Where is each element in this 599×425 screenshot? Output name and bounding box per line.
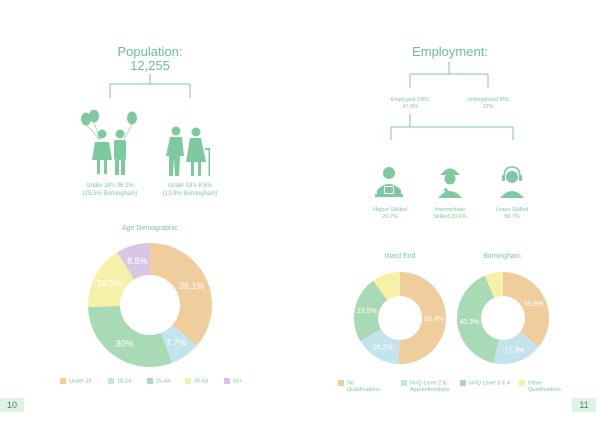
donut-slice (398, 272, 446, 364)
lower-skilled-label: Lower Skilled (495, 207, 529, 213)
qual-legend-label: Other (528, 380, 542, 387)
higher-skilled-stat: Higher Skilled 20.7% (360, 207, 420, 221)
elderly-icon (166, 126, 210, 176)
employment-title: Employment: (412, 44, 488, 59)
donut-slice (160, 324, 197, 363)
age-legend-label: Under 18 (69, 378, 92, 385)
slice-label: 50.4% (424, 316, 444, 323)
age-legend-label: 65+ (233, 378, 243, 385)
qual-legend-item: NVQ Level 2 & Apprenticeships (401, 380, 449, 394)
age-legend-item: Under 18 (60, 378, 92, 385)
ward-end-chart: 50.4% 16.2% 23.5% (354, 272, 446, 364)
legend-swatch (147, 378, 153, 384)
slice-label: 36.1% (179, 281, 205, 291)
donut-slice (150, 243, 212, 346)
legend-swatch (460, 380, 466, 386)
age-legend-label: 18-24 (117, 378, 132, 385)
skill-tree-lines (390, 114, 514, 140)
unemployed-stat: Unemployed 458 12% (453, 97, 523, 111)
legend-swatch (338, 380, 344, 386)
over65-line1: Under 18's 8.6% (167, 183, 213, 189)
intermediate-skilled-percent: Skilled 20.6% (433, 214, 467, 220)
employed-percent: 47.9% (402, 104, 418, 110)
legend-swatch (185, 378, 191, 384)
under18-line2: (25.5% Birmingham) (82, 190, 138, 197)
age-chart-title: Age Demographic (121, 225, 179, 232)
legend-swatch (224, 378, 230, 384)
over65-stat: Under 18's 8.6% (12.9% Birmingham) (140, 183, 240, 198)
legend-swatch (519, 380, 525, 386)
lower-skilled-percent: 58.7% (504, 214, 520, 220)
intermediate-skilled-stat: Intermediate Skilled 20.6% (420, 207, 480, 221)
donut-slice (493, 331, 539, 364)
legend-swatch (401, 380, 407, 386)
legend-swatch (108, 378, 114, 384)
qual-legend-item: No Qualifications (338, 380, 380, 394)
page-number-right: 11 (572, 398, 596, 412)
birmingham-title: Birmingham (483, 253, 521, 260)
donut-slice (354, 280, 388, 342)
slice-label: 35.9% (524, 301, 544, 308)
age-legend-label: 25-44 (156, 378, 171, 385)
donut-slice (117, 243, 150, 280)
slice-label: 8.8% (127, 256, 148, 266)
lower-skilled-stat: Lower Skilled 58.7% (482, 207, 542, 221)
unemployed-count: Unemployed 458 (467, 97, 509, 103)
slice-label: 17.3% (504, 347, 524, 354)
under18-line1: Under 18's 36.1% (86, 183, 134, 189)
employment-tree-lines (409, 62, 489, 88)
slice-label: 23.5% (357, 308, 377, 315)
unemployed-percent: 12% (482, 104, 494, 110)
age-legend-item: 18-24 (108, 378, 131, 385)
slice-label: 16.5% (97, 278, 123, 288)
donut-slice (360, 329, 400, 364)
age-legend-label: 45-64 (194, 378, 209, 385)
donut-slice (88, 252, 135, 308)
call-center-worker-icon (500, 166, 524, 198)
legend-swatch (60, 378, 66, 384)
under18-stat: Under 18's 36.1% (25.5% Birmingham) (60, 183, 160, 198)
donut-slice (503, 272, 549, 348)
employed-count: Employed 3360 (390, 97, 430, 103)
population-title: Population: (117, 44, 183, 59)
qual-legend-item: NVQ Level 3 & 4 (460, 380, 510, 387)
children-icon (81, 110, 137, 175)
construction-worker-icon (438, 168, 462, 198)
slice-label: 40.3% (459, 319, 479, 326)
qual-legend-label: No (347, 380, 355, 387)
higher-skilled-label: Higher Skilled (373, 207, 407, 213)
donut-slice (484, 272, 503, 298)
page-number-left: 10 (0, 398, 24, 412)
donut-slice (373, 272, 400, 301)
higher-skilled-percent: 20.7% (382, 214, 398, 220)
office-worker-icon (375, 167, 403, 197)
intermediate-skilled-label: Intermediate (434, 207, 466, 213)
over65-line2: (12.9% Birmingham) (162, 190, 218, 197)
ward-end-title: Ward End (384, 253, 416, 260)
slice-label: 16.2% (373, 345, 393, 352)
qual-legend-label-2: Qualifications (347, 387, 381, 394)
qual-legend-label-2: Qualifications (528, 387, 562, 394)
age-demographic-chart: 36.1% 7.7% 30% 16.5% 8.8% (88, 243, 212, 367)
age-legend-item: 45-64 (185, 378, 208, 385)
qual-legend-item: Other Qualifications (519, 380, 561, 394)
employed-stat: Employed 3360 47.9% (375, 97, 445, 111)
qual-legend-label: NVQ Level 2 & (410, 380, 447, 387)
birmingham-chart: 35.9% 17.3% 40.3% (457, 272, 549, 364)
slice-label: 30% (116, 338, 134, 348)
slice-label: 7.7% (166, 338, 187, 348)
qual-legend-label: NVQ Level 3 & 4 (469, 380, 510, 387)
population-value: 12,255 (130, 58, 170, 73)
age-legend-item: 25-44 (147, 378, 170, 385)
donut-slice (457, 275, 499, 364)
qual-legend-label-2: Apprenticeships (410, 387, 450, 394)
donut-slice (88, 305, 173, 367)
age-legend-item: 65+ (224, 378, 242, 385)
population-tree-lines (109, 74, 191, 98)
